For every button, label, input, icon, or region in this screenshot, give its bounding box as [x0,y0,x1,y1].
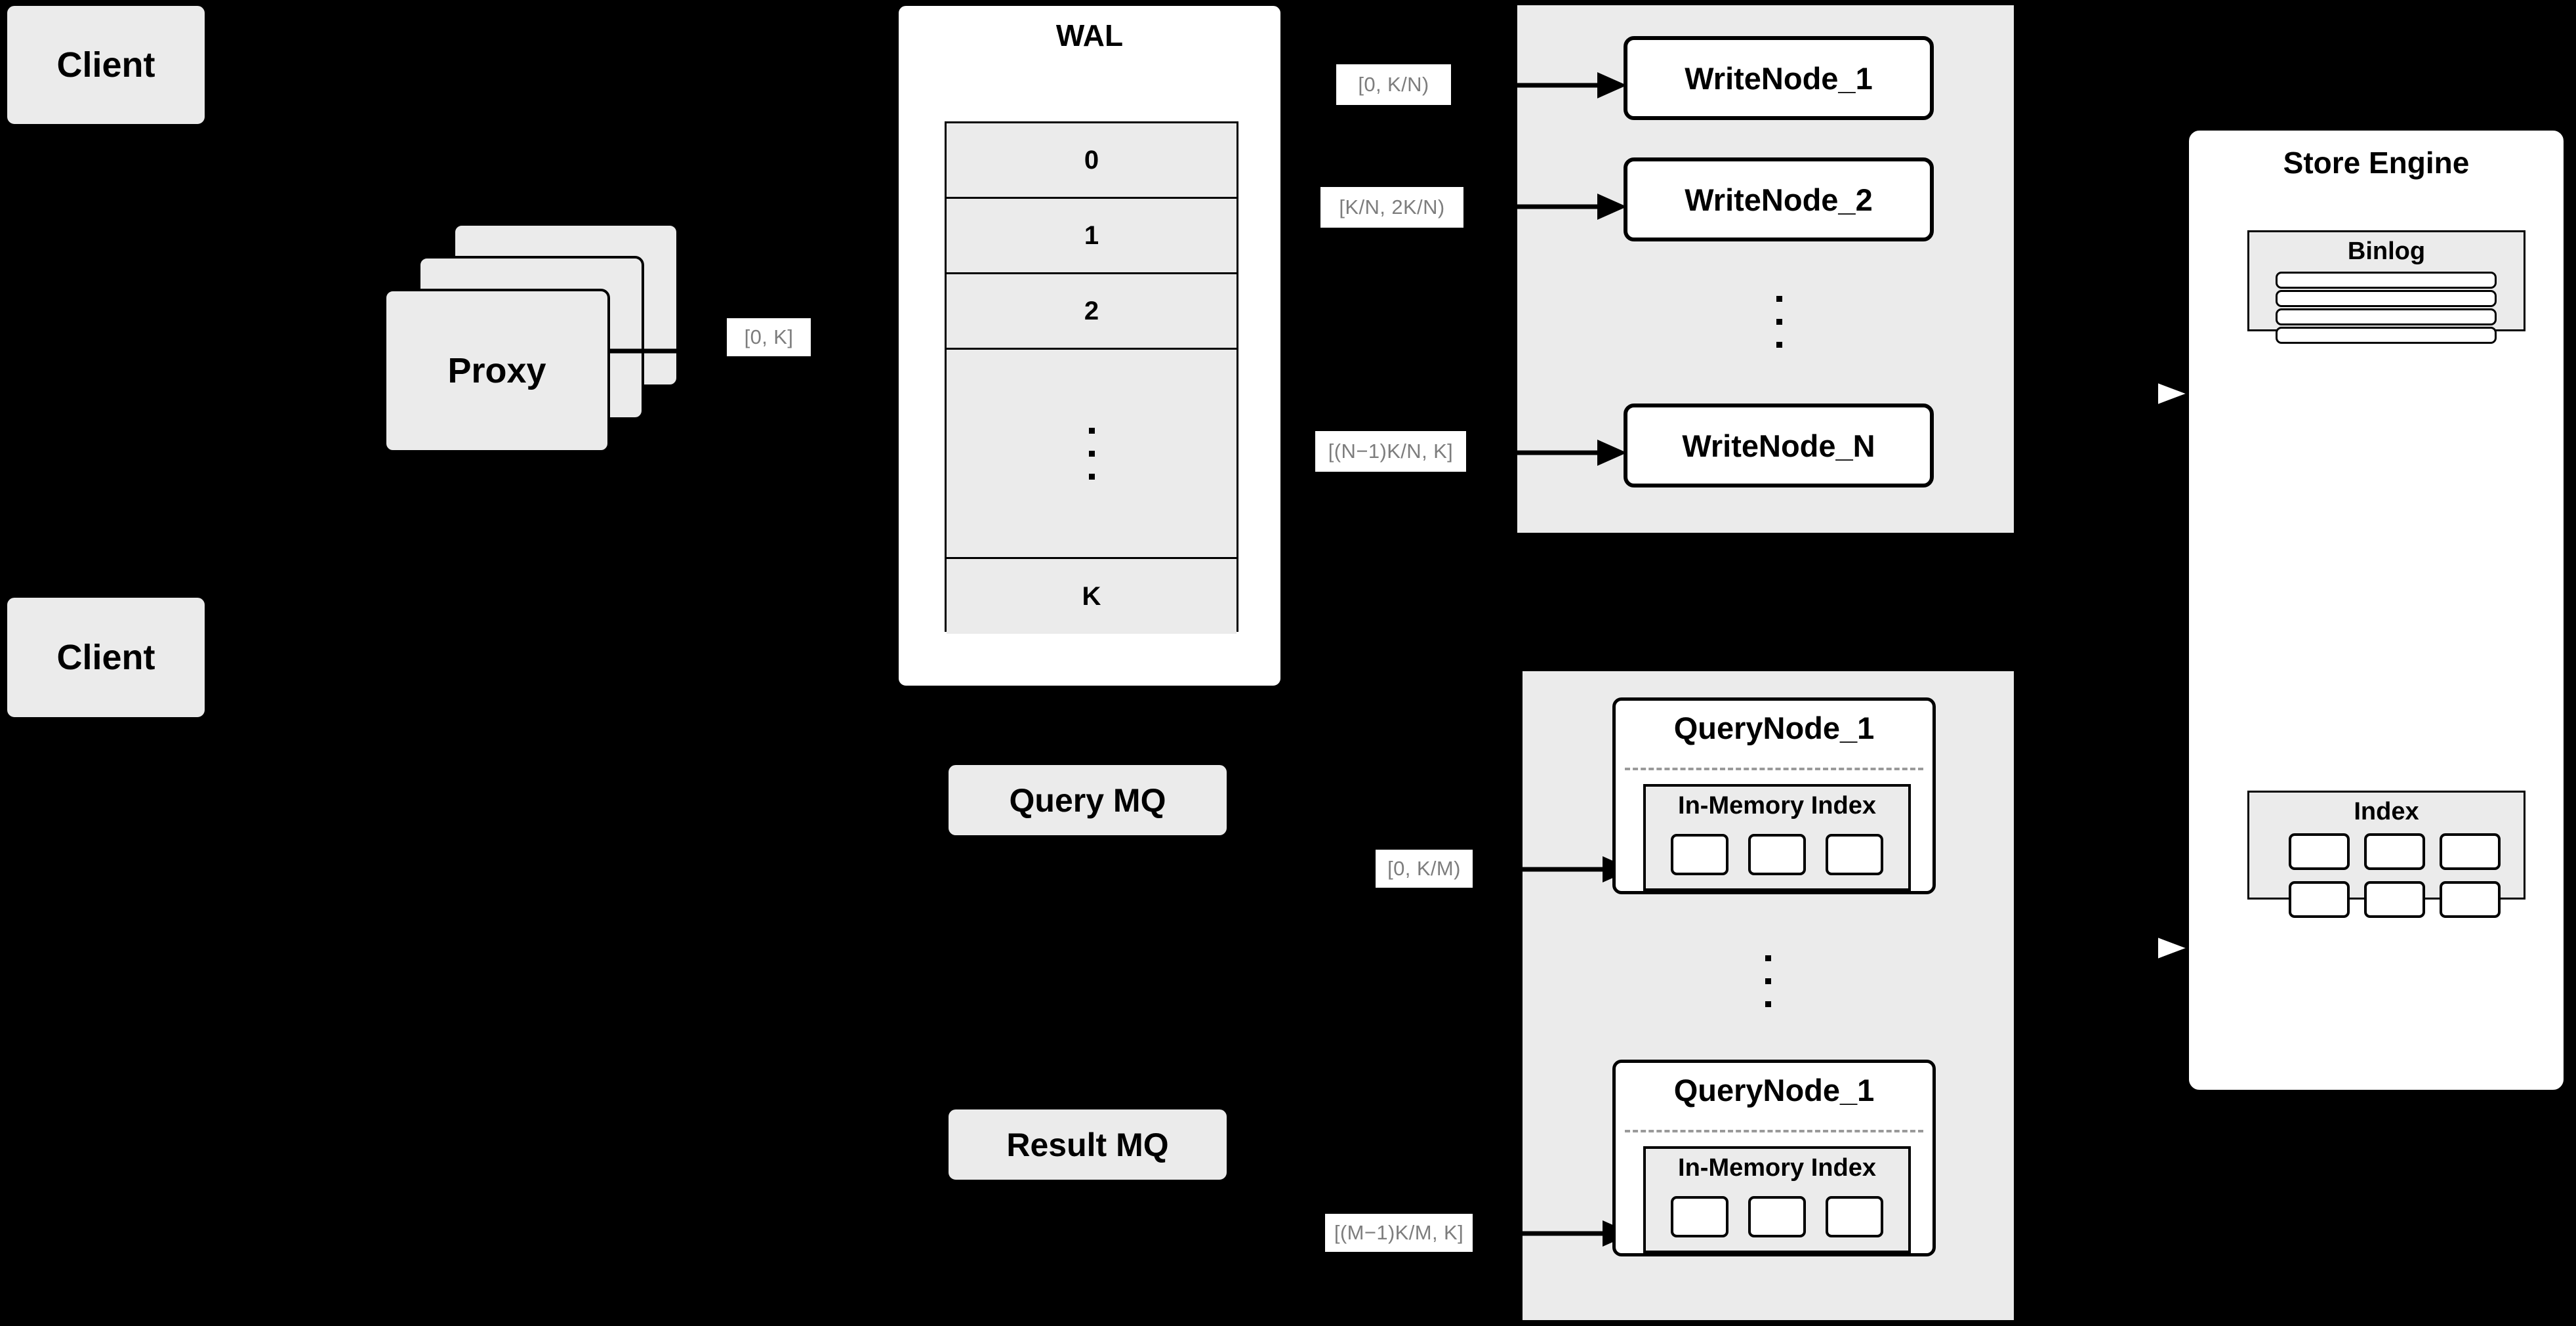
writenode-n-range-label: [(N−1)K/N, K] [1315,431,1466,472]
store-engine-panel: Store Engine Binlog Index [2186,128,2566,1092]
writenode-2-range-text: [K/N, 2K/N) [1339,196,1445,218]
wal-row-k: K [947,559,1237,634]
wal-row-0: 0 [947,123,1237,199]
wal-entry-table: 0 1 2 K [945,121,1238,634]
binlog-row-4 [2276,327,2497,344]
arrow-to-writenode-1 [1515,72,1627,98]
query-node-m-index-title: In-Memory Index [1678,1154,1876,1182]
write-node-1[interactable]: WriteNode_1 [1624,36,1934,120]
querynode-m-range-label: [(M−1)K/M, K] [1325,1214,1473,1252]
querynode-1-range-label: [0, K/M) [1376,850,1473,888]
write-node-ellipsis [1766,276,1792,367]
wal-panel: WAL 0 1 2 K [897,4,1282,688]
writenode-n-range-text: [(N−1)K/N, K] [1328,440,1454,463]
proxy-to-wal-connector [610,348,708,354]
query-node-ellipsis [1755,935,1781,1027]
arrow-to-writenode-n [1515,440,1627,466]
query-node-1-index-chip-2 [1748,834,1806,875]
index-cell-1-3 [2440,833,2501,870]
query-node-1-index-chip-1 [1671,834,1728,875]
query-node-1-index-chip-3 [1826,834,1883,875]
arrow-to-writenode-2 [1515,194,1627,220]
client-box-1[interactable]: Client [5,4,207,126]
binlog-row-3 [2276,308,2497,325]
query-node-1[interactable]: QueryNode_1 In-Memory Index [1612,697,1936,894]
binlog-section: Binlog [2247,230,2525,344]
client-label-1: Client [56,45,155,85]
binlog-row-1 [2276,272,2497,289]
proxy-range-label: [0, K] [727,318,811,356]
writenode-1-range-label: [0, K/N) [1336,64,1451,105]
write-node-n-label: WriteNode_N [1682,428,1875,463]
result-mq-box[interactable]: Result MQ [947,1108,1229,1182]
result-mq-label: Result MQ [1006,1126,1169,1163]
index-cell-1-2 [2364,833,2425,870]
query-node-m-label: QueryNode_1 [1673,1073,1875,1108]
querynode-1-range-text: [0, K/M) [1387,857,1461,880]
query-node-1-label: QueryNode_1 [1673,711,1875,745]
index-cell-2-3 [2440,881,2501,918]
query-node-m-index-chip-1 [1671,1196,1728,1237]
store-engine-title: Store Engine [2283,146,2470,180]
wal-row-ellipsis [947,350,1237,559]
index-cell-1-1 [2289,833,2350,870]
write-node-1-label: WriteNode_1 [1685,60,1873,96]
proxy-range-text: [0, K] [744,325,794,348]
index-cell-2-2 [2364,881,2425,918]
querynode-m-range-text: [(M−1)K/M, K] [1334,1221,1464,1244]
index-section: Index [2247,791,2525,918]
index-title: Index [2354,798,2419,825]
query-node-m-index-chip-3 [1826,1196,1883,1237]
proxy-label: Proxy [447,351,546,390]
wal-title: WAL [1055,18,1124,52]
query-node-m-inmemory-index: In-Memory Index [1643,1146,1911,1253]
query-node-m-index-chip-2 [1748,1196,1806,1237]
query-node-m-divider [1625,1130,1923,1132]
index-cell-2-1 [2289,881,2350,918]
query-node-1-index-title: In-Memory Index [1678,792,1876,819]
query-node-1-divider [1625,768,1923,770]
wal-row-1: 1 [947,199,1237,274]
binlog-row-2 [2276,290,2497,307]
wal-row-2: 2 [947,274,1237,350]
write-node-n[interactable]: WriteNode_N [1624,404,1934,487]
query-mq-label: Query MQ [1009,781,1166,819]
write-node-2-label: WriteNode_2 [1685,182,1873,217]
write-node-2[interactable]: WriteNode_2 [1624,157,1934,241]
arrow-to-binlog [2114,377,2197,410]
arrow-to-index [2114,932,2197,964]
writenode-2-range-label: [K/N, 2K/N) [1320,187,1463,228]
query-node-1-inmemory-index: In-Memory Index [1643,784,1911,891]
query-mq-box[interactable]: Query MQ [947,763,1229,837]
binlog-title: Binlog [2347,238,2426,265]
client-label-2: Client [56,638,155,677]
proxy-card-front[interactable]: Proxy [384,289,610,453]
client-box-2[interactable]: Client [5,596,207,719]
writenode-1-range-text: [0, K/N) [1358,73,1429,96]
query-node-m[interactable]: QueryNode_1 In-Memory Index [1612,1060,1936,1256]
